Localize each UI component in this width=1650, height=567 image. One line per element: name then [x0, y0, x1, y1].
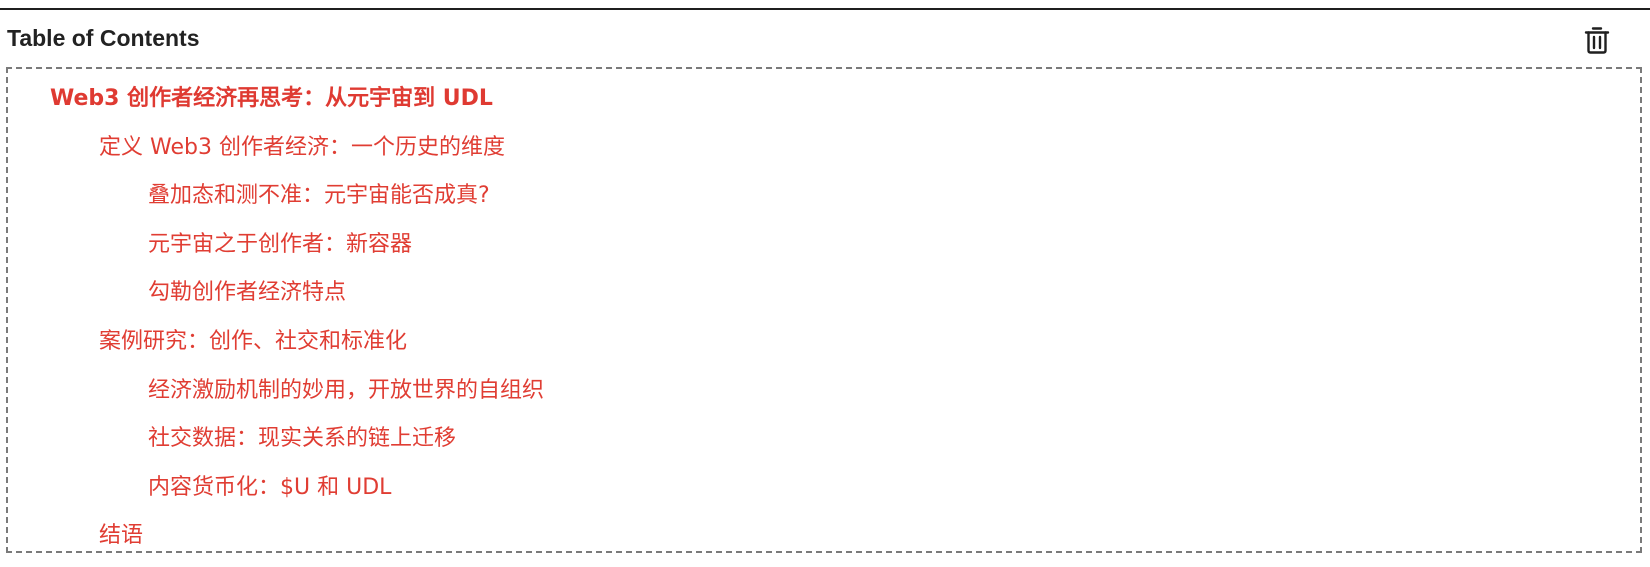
- delete-toc-button[interactable]: [1579, 22, 1615, 58]
- top-divider: [0, 8, 1650, 10]
- toc-title: Table of Contents: [7, 25, 200, 51]
- toc-item-definition[interactable]: 定义 Web3 创作者经济：一个历史的维度: [99, 134, 505, 160]
- toc-item-new-container[interactable]: 元宇宙之于创作者：新容器: [148, 231, 413, 257]
- toc-item-case-study[interactable]: 案例研究：创作、社交和标准化: [99, 328, 408, 354]
- toc-container: Web3 创作者经济再思考：从元宇宙到 UDL 定义 Web3 创作者经济：一个…: [6, 67, 1642, 553]
- toc-item-monetization[interactable]: 内容货币化：$U 和 UDL: [148, 474, 392, 500]
- toc-item-social-data[interactable]: 社交数据：现实关系的链上迁移: [148, 426, 457, 452]
- toc-item-main-title[interactable]: Web3 创作者经济再思考：从元宇宙到 UDL: [50, 86, 493, 111]
- toc-item-superposition[interactable]: 叠加态和测不准：元宇宙能否成真?: [148, 183, 490, 209]
- trash-icon: [1584, 27, 1610, 54]
- toc-list: Web3 创作者经济再思考：从元宇宙到 UDL 定义 Web3 创作者经济：一个…: [8, 75, 1640, 561]
- toc-header: Table of Contents: [7, 20, 1643, 60]
- toc-item-conclusion[interactable]: 结语: [99, 523, 144, 549]
- toc-item-incentives[interactable]: 经济激励机制的妙用，开放世界的自组织: [148, 377, 545, 403]
- toc-item-characteristics[interactable]: 勾勒创作者经济特点: [148, 280, 347, 306]
